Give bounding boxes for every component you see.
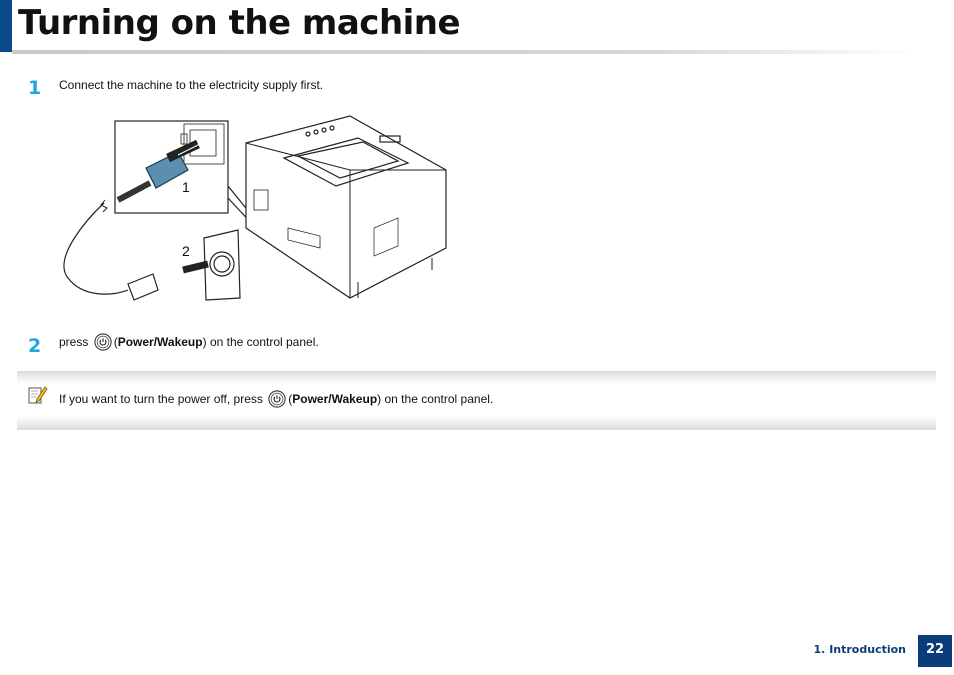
title-accent-bar	[0, 0, 12, 52]
step-2-text: press (Power/Wakeup) on the control pane…	[59, 333, 319, 352]
step-2-prefix: press	[59, 335, 89, 350]
note-prefix: If you want to turn the power off, press	[59, 392, 263, 407]
title-divider	[12, 50, 917, 54]
step-2-suffix: on the control panel.	[209, 335, 319, 350]
note-suffix: on the control panel.	[384, 392, 494, 407]
printer-power-illustration: 1 2	[63, 115, 447, 301]
power-button-icon	[94, 333, 112, 351]
note-box	[17, 371, 936, 430]
page-number: 22	[918, 635, 952, 667]
step-2-button-name: Power/Wakeup	[117, 335, 203, 350]
note-pencil-icon	[28, 386, 48, 404]
power-button-icon	[268, 390, 286, 408]
step-1-number: 1	[28, 77, 42, 99]
callout-1-label: 1	[182, 179, 190, 195]
footer-section-link[interactable]: 1. Introduction	[813, 643, 906, 656]
note-text: If you want to turn the power off, press…	[59, 390, 494, 409]
page-title: Turning on the machine	[18, 3, 461, 43]
callout-2-label: 2	[182, 243, 190, 259]
step-2-number: 2	[28, 335, 42, 357]
step-1-text: Connect the machine to the electricity s…	[59, 78, 324, 92]
note-button-name: Power/Wakeup	[292, 392, 378, 407]
